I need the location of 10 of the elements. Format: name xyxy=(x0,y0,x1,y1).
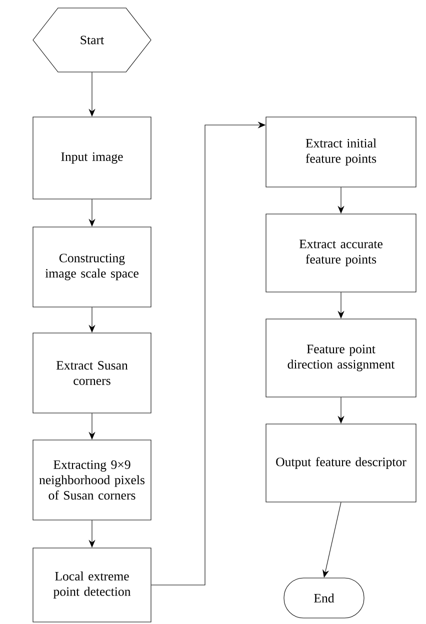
process-box: Local extreme point detection xyxy=(32,548,152,622)
process-box: Extracting 9×9 neighborhood pixels of Susan corners xyxy=(32,440,152,520)
process-box: Extract Susan corners xyxy=(32,332,152,414)
process-box: Input image xyxy=(32,116,152,200)
process-box: Feature point direction assignment xyxy=(266,318,416,398)
process-box: Extract accurate feature points xyxy=(266,214,416,292)
process-box: Output feature descriptor xyxy=(266,424,416,502)
start-hexagon: Start xyxy=(32,8,152,72)
process-box: Constructing image scale space xyxy=(32,226,152,308)
process-box: Extract initial feature points xyxy=(266,116,416,188)
